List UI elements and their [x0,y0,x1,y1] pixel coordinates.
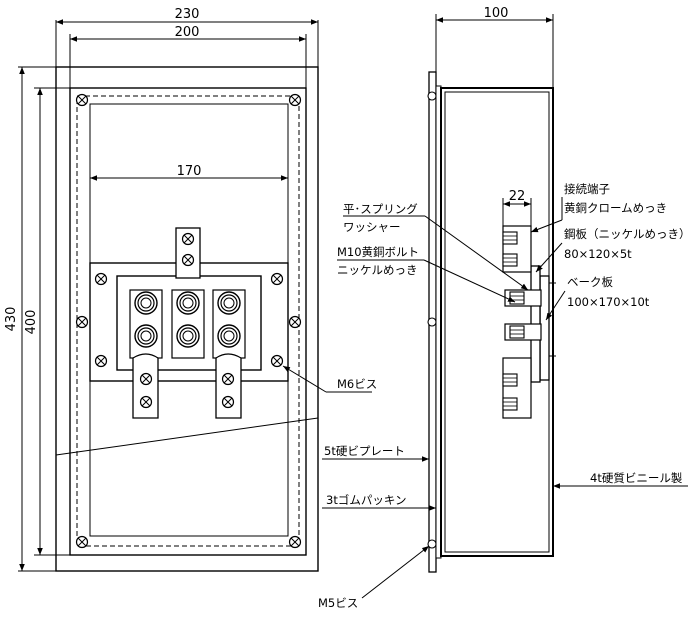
bolt-icon [176,291,200,315]
label-m5-screw: M5ビス [318,596,358,610]
screw-icon [270,272,284,286]
screw-icon [427,539,437,549]
label-washer-line2: ワッシャー [343,220,401,234]
screw-icon [181,232,195,246]
screw-icon [288,315,302,329]
screw-icon [270,354,284,368]
screw-icon [94,272,108,286]
callouts: 接続端子 黄銅クロームめっき 鋼板（ニッケルめっき） 80×120×5t 平･ス… [318,182,689,610]
bolt-icon [217,324,241,348]
label-m6-screw: M6ビス [337,377,377,391]
nut-icon [502,253,518,267]
label-rubber-packing: 3tゴムパッキン [326,493,406,507]
label-hard-vinyl: 4t硬質ビニール製 [590,471,683,485]
dim-plate-width: 170 [177,164,202,179]
box-frame [69,87,307,556]
screw-icon [94,354,108,368]
dim-front-height-outer: 430 [4,307,19,332]
screw-icon [288,535,302,549]
label-bakelite-line2: 100×170×10t [567,295,650,309]
bolt-icon [176,324,200,348]
screw-icon [75,535,89,549]
label-terminal-line2: 黄銅クロームめっき [564,201,667,215]
section-line [55,417,319,456]
label-bolt-line2: ニッケルめっき [337,263,418,277]
screw-icon [139,372,153,386]
bolt-icon [217,291,241,315]
nut-icon [509,325,525,339]
screw-icon [139,395,153,409]
label-pvc-plate: 5t硬ビプレート [324,444,405,458]
screw-icon [181,253,195,267]
bolt-icon [134,324,158,348]
label-bolt-line1: M10黄銅ボルト [337,245,419,259]
nut-icon [509,291,525,305]
enclosure-body [440,87,554,557]
nut-icon [502,373,518,387]
label-steel-plate-line2: 80×120×5t [564,247,632,261]
terminal-lug-right [215,353,242,419]
dim-front-width-outer: 230 [175,7,200,22]
screw-icon [221,372,235,386]
label-steel-plate-line1: 鋼板（ニッケルめっき） [564,227,689,241]
dim-front-width-inner: 200 [175,25,200,40]
front-view: 230 200 170 430 400 M6ビス [4,7,377,572]
screw-icon [221,395,235,409]
nut-icon [502,397,518,411]
label-bakelite-line1: ベーク板 [567,275,613,289]
dim-terminal-width: 22 [509,189,526,204]
dim-side-depth: 100 [484,6,509,21]
outer-plate [55,66,319,572]
label-washer-line1: 平･スプリング [343,202,418,216]
screw-icon [427,91,437,101]
screw-icon [75,315,89,329]
dim-front-height-inner: 400 [24,310,39,335]
label-terminal-line1: 接続端子 [564,182,610,196]
bolt-icon [134,291,158,315]
side-view: 100 22 [427,6,556,573]
nut-icon [502,231,518,245]
screw-icon [427,317,437,327]
terminal-lug-left [132,353,159,419]
screw-icon [288,93,302,107]
screw-icon [75,93,89,107]
